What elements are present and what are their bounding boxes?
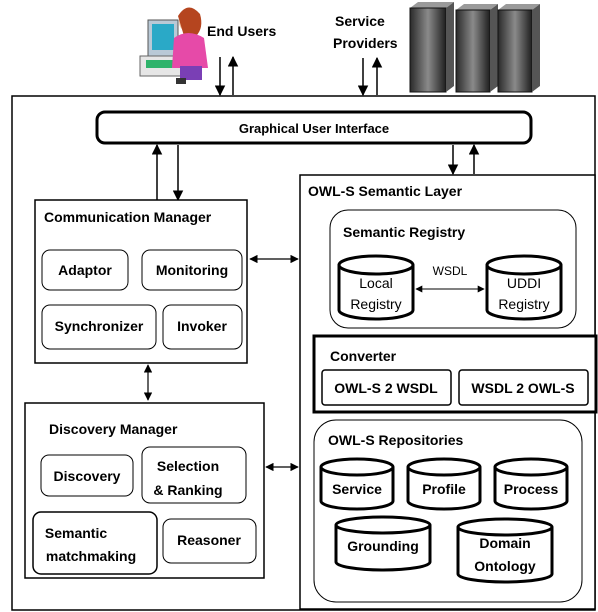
- service-label: Service: [332, 481, 382, 497]
- semantic-matchmaking-module: [32, 511, 158, 575]
- gui-label: Graphical User Interface: [239, 121, 389, 136]
- process-label: Process: [504, 481, 559, 497]
- monitoring-label: Monitoring: [156, 262, 228, 278]
- grounding-cylinder: [334, 515, 432, 572]
- local-registry-cylinder: [337, 254, 415, 321]
- semantic-registry-title: Semantic Registry: [343, 224, 465, 240]
- semantic-layer-title: OWL-S Semantic Layer: [308, 183, 463, 199]
- semantic-matchmaking-label-line2: matchmaking: [46, 548, 136, 564]
- invoker-label: Invoker: [177, 318, 227, 334]
- selection-label-line2: & Ranking: [153, 482, 222, 498]
- discovery-module: [40, 454, 134, 497]
- repositories-title: OWL-S Repositories: [328, 432, 464, 448]
- owls-to-wsdl-label: OWL-S 2 WSDL: [334, 380, 438, 396]
- uddi-registry-label-line2: Registry: [498, 296, 549, 312]
- uddi-registry-label-line1: UDDI: [507, 275, 541, 291]
- grounding-label: Grounding: [347, 538, 419, 554]
- discovery-label: Discovery: [54, 468, 121, 484]
- end-user-icon: [139, 7, 208, 84]
- discovery-manager-title: Discovery Manager: [49, 421, 178, 437]
- invoker-module: [162, 304, 243, 350]
- profile-label: Profile: [422, 481, 466, 497]
- selection-label-line1: Selection: [157, 458, 219, 474]
- server-icon: [409, 2, 540, 93]
- process-cylinder: [493, 457, 569, 511]
- selection-ranking-module: [141, 446, 247, 504]
- service-cylinder: [319, 457, 395, 511]
- wsdl-to-owls-label: WSDL 2 OWL-S: [471, 380, 574, 396]
- end-users-label: End Users: [207, 23, 276, 39]
- local-registry-label-line1: Local: [359, 275, 392, 291]
- adaptor-module: [41, 249, 129, 291]
- adaptor-label: Adaptor: [58, 262, 112, 278]
- wsdl-link-label: WSDL: [433, 264, 468, 278]
- local-registry-label-line2: Registry: [350, 296, 401, 312]
- wsdl-to-owls-module: [458, 369, 589, 406]
- reasoner-label: Reasoner: [177, 532, 241, 548]
- owls-to-wsdl-module: [321, 369, 452, 406]
- synchronizer-module: [41, 304, 157, 350]
- uddi-registry-cylinder: [485, 254, 563, 321]
- monitoring-module: [141, 249, 243, 291]
- reasoner-module: [162, 518, 257, 564]
- synchronizer-label: Synchronizer: [55, 318, 144, 334]
- communication-manager-title: Communication Manager: [44, 209, 212, 225]
- domain-ontology-cylinder: [456, 517, 554, 584]
- domain-ontology-label-line1: Domain: [479, 535, 530, 551]
- service-providers-label-line2: Providers: [333, 35, 398, 51]
- domain-ontology-label-line2: Ontology: [474, 558, 536, 574]
- semantic-matchmaking-label-line1: Semantic: [45, 525, 107, 541]
- profile-cylinder: [406, 457, 482, 511]
- converter-title: Converter: [330, 348, 397, 364]
- gui-bar: [95, 110, 533, 145]
- service-providers-label-line1: Service: [335, 13, 385, 29]
